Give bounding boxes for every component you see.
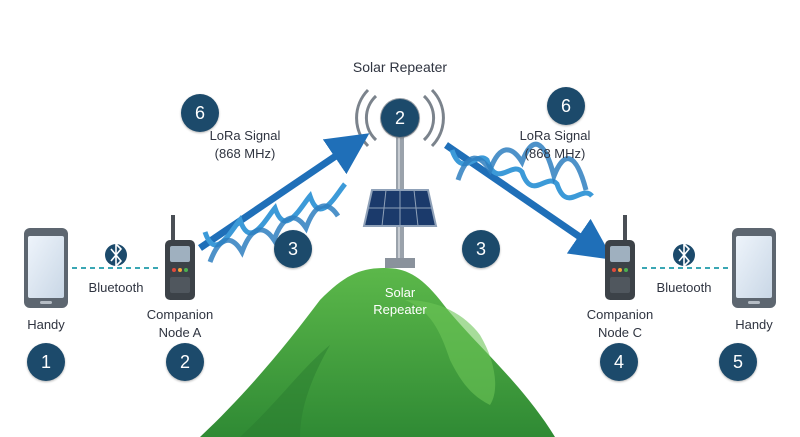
handy-label-left: Handy — [27, 317, 65, 332]
mountain-label-line2: Repeater — [373, 302, 427, 317]
badge-node-a: 2 — [166, 343, 204, 381]
lora-label-right-line2: (868 MHz) — [524, 146, 586, 161]
badge-handy-right: 5 — [719, 343, 757, 381]
handy-label-right: Handy — [735, 317, 773, 332]
diagram-title: Solar Repeater — [352, 59, 448, 75]
badge-repeater: 2 — [381, 99, 419, 137]
lora-wave-right — [444, 141, 614, 260]
lora-label-left-line2: (868 MHz) — [214, 146, 276, 161]
badge-wave-right: 3 — [462, 230, 500, 268]
badge-lora-left: 6 — [181, 94, 219, 132]
lora-wave-left — [198, 133, 370, 263]
node-a-label-line1: Companion — [146, 307, 214, 322]
badge-wave-left: 3 — [274, 230, 312, 268]
bluetooth-icon-right — [673, 243, 695, 267]
badge-node-c: 4 — [600, 343, 638, 381]
phone-icon-left — [24, 228, 68, 308]
phone-icon-right — [732, 228, 776, 308]
bluetooth-label-left: Bluetooth — [88, 280, 144, 295]
bluetooth-label-right: Bluetooth — [656, 280, 712, 295]
mountain-label-line1: Solar — [384, 285, 416, 300]
mountain — [200, 268, 555, 437]
lora-label-left-line1: LoRa Signal — [209, 128, 281, 143]
bluetooth-icon-left — [105, 243, 127, 267]
badge-lora-right: 6 — [547, 87, 585, 125]
radio-icon-node-a — [165, 215, 195, 300]
node-c-label-line2: Node C — [597, 325, 643, 340]
node-c-label-line1: Companion — [586, 307, 654, 322]
radio-icon-node-c — [605, 215, 635, 300]
badge-handy-left: 1 — [27, 343, 65, 381]
node-a-label-line2: Node A — [158, 325, 202, 340]
lora-label-right-line1: LoRa Signal — [519, 128, 591, 143]
solar-panel-icon — [362, 189, 438, 227]
